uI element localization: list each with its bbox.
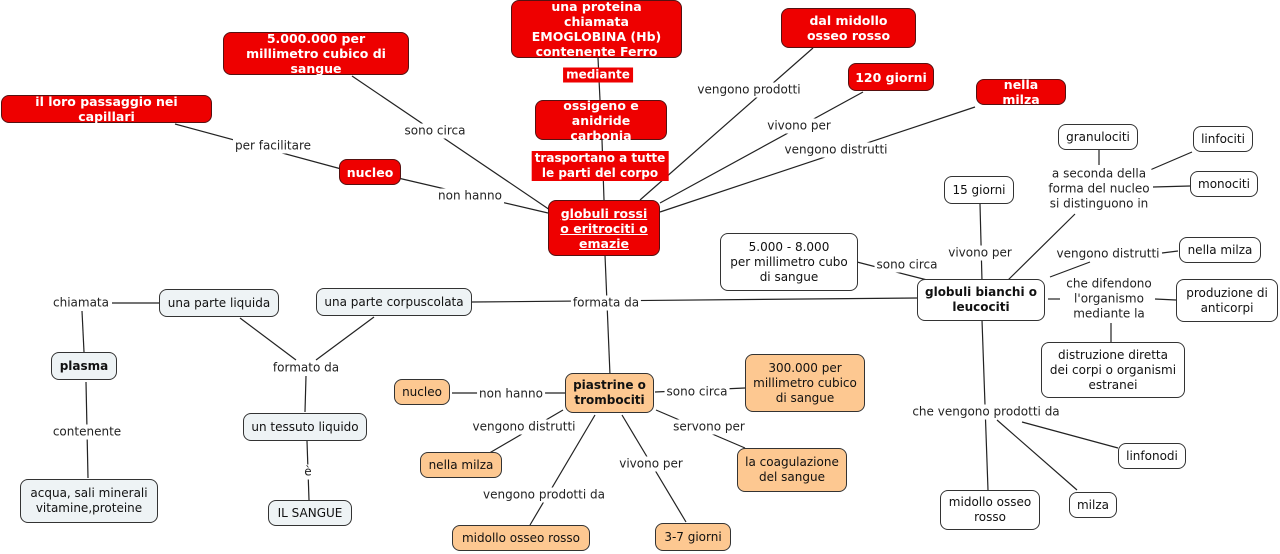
node-parte-liquida[interactable]: una parte liquida	[159, 289, 279, 317]
link-label-e: è	[302, 464, 314, 480]
node-milza-rossi[interactable]: nella milza	[976, 77, 1066, 107]
line	[1152, 185, 1191, 188]
node-acqua[interactable]: acqua, sali minerali vitamine,proteine	[20, 479, 158, 523]
link-label-formata-da: formata da	[570, 295, 642, 311]
node-linfonodi[interactable]: linfonodi	[1118, 443, 1186, 469]
node-trecento-mila[interactable]: 300.000 per millimetro cubico di sangue	[745, 354, 865, 412]
link-label-vivono-per-rossi: vivono per	[765, 118, 833, 134]
link-label-prodotti-da-bianchi: che vengono prodotti da	[910, 404, 1062, 420]
node-parte-corpuscolata[interactable]: una parte corpuscolata	[316, 288, 472, 316]
node-centoventi[interactable]: 120 giorni	[848, 63, 934, 91]
node-tre-sette-giorni[interactable]: 3-7 giorni	[655, 523, 731, 551]
line	[996, 419, 1078, 491]
node-granulociti[interactable]: granulociti	[1058, 124, 1138, 150]
link-label-prodotti-da-piastrine: vengono prodotti da	[481, 487, 607, 503]
node-piastrine[interactable]: piastrine o trombociti	[565, 373, 654, 413]
link-label-contenente: contenente	[50, 424, 124, 440]
link-label-per-facilitare: per facilitare	[232, 138, 314, 154]
line	[304, 375, 307, 413]
node-plasma[interactable]: plasma	[51, 352, 117, 380]
link-label-mediante: mediante	[563, 67, 633, 83]
node-nucleo-piastrine[interactable]: nucleo	[394, 379, 450, 405]
line	[1004, 213, 1076, 284]
node-anticorpi[interactable]: produzione di anticorpi	[1176, 279, 1278, 322]
line	[639, 47, 814, 201]
line	[239, 317, 297, 361]
link-label-difendono: che difendono l'organismo mediante la	[1064, 276, 1154, 322]
node-emoglobina[interactable]: una proteina chiamata EMOGLOBINA (Hb) co…	[511, 0, 682, 59]
link-label-vivono-per-piastrine: vivono per	[617, 456, 685, 472]
node-nucleo-rossi[interactable]: nucleo	[339, 159, 401, 185]
line	[351, 75, 551, 211]
node-milza-piastrine[interactable]: nella milza	[420, 452, 502, 478]
node-globuli-bianchi[interactable]: globuli bianchi o leucociti	[917, 279, 1045, 321]
line	[315, 316, 375, 361]
link-label-servono-per: servono per	[671, 419, 747, 435]
link-label-chiamata: chiamata	[51, 295, 111, 311]
line	[1154, 298, 1177, 301]
node-midollo-piastrine[interactable]: midollo osseo rosso	[452, 525, 590, 551]
link-label-sono-circa-rossi: sono circa	[402, 123, 468, 139]
line	[471, 297, 919, 303]
line	[979, 203, 983, 282]
link-label-formato-da: formato da	[270, 360, 342, 376]
node-il-sangue[interactable]: IL SANGUE	[268, 500, 352, 526]
node-capillari[interactable]: il loro passaggio nei capillari	[1, 94, 212, 124]
line	[81, 310, 85, 353]
link-label-seconda-nucleo: a seconda della forma del nucleo si dist…	[1046, 166, 1152, 212]
line	[1161, 250, 1179, 254]
link-label-vengono-distrutti-bianchi: vengono distrutti	[1054, 246, 1162, 262]
line	[529, 414, 596, 526]
line	[659, 106, 976, 213]
node-milza-prod[interactable]: milza	[1069, 492, 1117, 518]
node-cinque-milioni[interactable]: 5.000.000 per millimetro cubico di sangu…	[223, 31, 409, 76]
link-label-vengono-distrutti-rossi: vengono distrutti	[782, 142, 890, 158]
line	[604, 254, 611, 376]
node-coagulazione[interactable]: la coagulazione del sangue	[737, 448, 847, 492]
link-label-vengono-distrutti-piastrine: vengono distrutti	[470, 419, 578, 435]
link-label-non-hanno-rossi: non hanno	[436, 188, 504, 204]
node-distruzione[interactable]: distruzione diretta dei corpi o organism…	[1041, 342, 1185, 398]
line	[1149, 151, 1193, 171]
link-label-trasportano: trasportano a tutte le parti del corpo	[531, 151, 669, 181]
node-midollo-rossi[interactable]: dal midollo osseo rosso	[781, 8, 916, 48]
link-label-sono-circa-piastrine: sono circa	[664, 384, 730, 400]
link-label-sono-circa-bianchi: sono circa	[874, 257, 940, 273]
node-midollo-bianchi[interactable]: midollo osseo rosso	[940, 490, 1040, 530]
node-milza-bianchi[interactable]: nella milza	[1179, 237, 1261, 263]
node-tessuto[interactable]: un tessuto liquido	[243, 413, 367, 441]
link-label-vivono-per-bianchi: vivono per	[946, 245, 1014, 261]
line	[659, 91, 864, 204]
node-monociti[interactable]: monociti	[1190, 171, 1258, 197]
link-label-vengono-prodotti-rossi: vengono prodotti	[695, 82, 803, 98]
line	[1021, 421, 1119, 449]
node-quindici-giorni[interactable]: 15 giorni	[944, 176, 1014, 204]
link-label-non-hanno-piastrine: non hanno	[477, 386, 545, 402]
node-globuli-rossi[interactable]: globuli rossi o eritrociti o emazie	[548, 200, 660, 256]
node-ossigeno[interactable]: ossigeno e anidride carbonia	[535, 98, 667, 143]
line	[1049, 261, 1091, 278]
node-cinque-otto-mila[interactable]: 5.000 - 8.000 per millimetro cubo di san…	[720, 233, 858, 291]
node-linfociti[interactable]: linfociti	[1193, 126, 1253, 152]
